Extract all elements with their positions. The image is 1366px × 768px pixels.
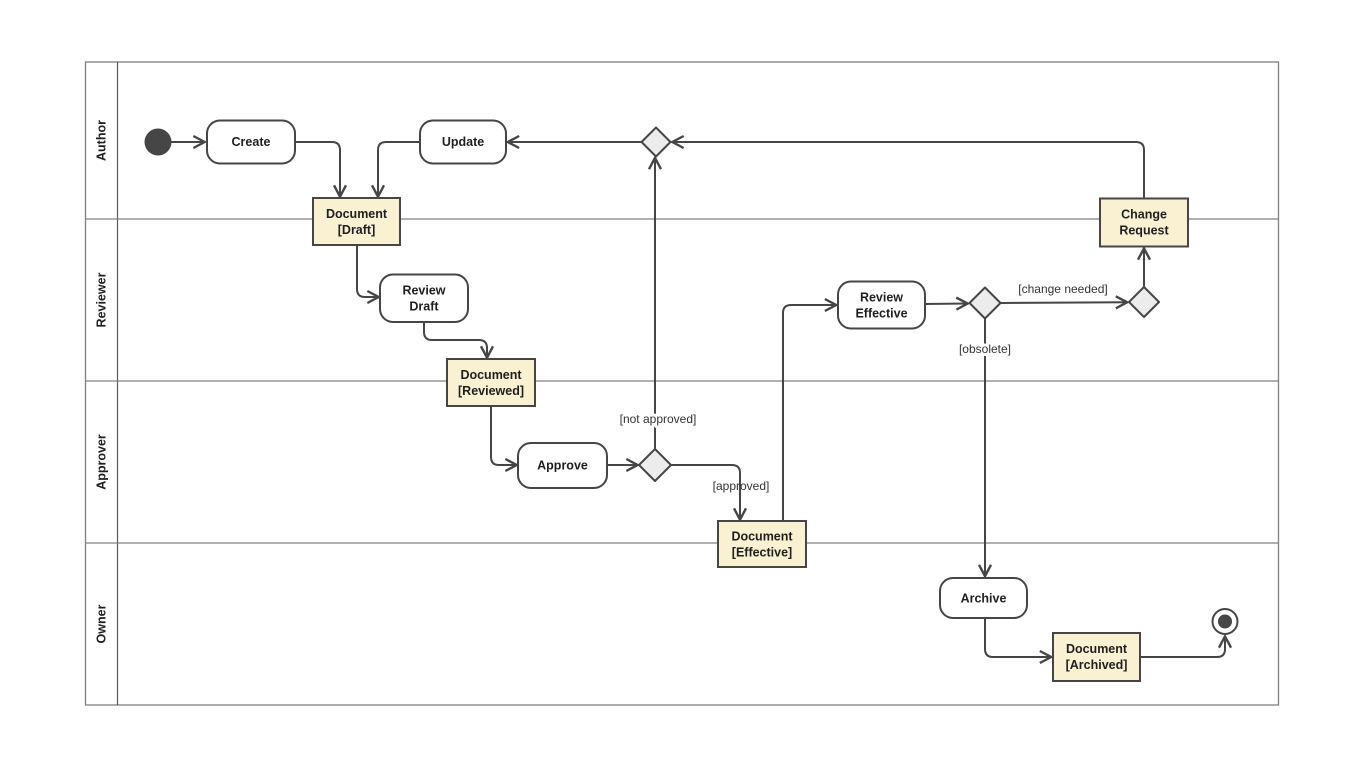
lane-label-approver: Approver [95,434,109,490]
edge-doc-reviewed-to-approve [490,406,520,473]
edge-create-to-doc-draft [295,141,348,200]
node-merge-top [640,126,672,158]
node-update: Update [419,119,507,165]
node-review-effective: Review Effective [837,280,926,330]
decision-diamond-approve [638,448,672,482]
merge-diamond-top [640,126,672,158]
edge-decision-approved-to-doc-effective [671,464,748,523]
edge-review-draft-to-doc-reviewed [423,322,495,361]
edge-doc-effective-to-review-effective [782,297,839,521]
swimlane-frame: Author Reviewer Approver Owner [84,61,1280,706]
change-request-line2: Request [1119,224,1169,238]
node-merge-change-request [1128,286,1160,318]
node-document-draft: Document [Draft] [312,197,401,246]
doc-archived-line2: [Archived] [1066,658,1128,672]
guard-change-needed: [change needed] [1018,282,1107,296]
node-approve: Approve [517,442,608,489]
doc-reviewed-line2: [Reviewed] [458,384,524,398]
edge-decision-change-needed-to-merge [1000,295,1130,310]
node-initial [144,128,172,156]
node-document-archived: Document [Archived] [1052,632,1141,682]
edge-change-request-to-merge [669,134,1145,198]
node-document-effective: Document [Effective] [717,520,807,568]
final-node-dot [1218,614,1232,629]
node-review-draft: Review Draft [379,273,469,323]
node-document-reviewed: Document [Reviewed] [446,358,536,407]
decision-diamond-effective [968,286,1002,320]
review-effective-line2: Effective [855,307,907,321]
lane-label-reviewer: Reviewer [95,272,109,327]
doc-archived-line1: Document [1066,642,1128,656]
update-label: Update [442,135,484,149]
review-draft-line1: Review [402,284,445,298]
doc-draft-line1: Document [326,207,388,221]
node-decision-approve [638,448,672,482]
change-request-line1: Change [1121,208,1167,222]
guard-labels: [not approved] [approved] [change needed… [617,282,1108,493]
guard-approved: [approved] [713,479,770,493]
edge-update-to-doc-draft [370,141,420,200]
doc-reviewed-line1: Document [460,368,522,382]
doc-effective-line2: [Effective] [732,546,792,560]
lane-label-owner: Owner [95,604,109,643]
node-create: Create [206,119,296,165]
node-archive: Archive [939,577,1028,619]
review-effective-line1: Review [860,291,903,305]
guard-not-approved: [not approved] [620,412,697,426]
edge-archive-to-doc-archived [984,618,1054,665]
lane-label-author: Author [95,120,109,161]
create-label: Create [232,135,271,149]
review-draft-line2: Draft [409,300,439,314]
archive-label: Archive [961,592,1007,606]
doc-effective-line1: Document [731,530,793,544]
edge-doc-archived-to-final [1140,633,1233,658]
guard-obsolete: [obsolete] [959,342,1011,356]
approve-label: Approve [537,459,588,473]
node-decision-effective [968,286,1002,320]
node-final [1211,608,1239,635]
pool-border [84,61,1280,706]
merge-diamond-change-request [1128,286,1160,318]
edges [171,134,1233,665]
node-change-request: Change Request [1099,197,1189,248]
doc-draft-line2: [Draft] [338,223,376,237]
edge-doc-draft-to-review-draft [356,245,382,305]
initial-node-icon [144,128,172,156]
edge-review-effective-to-decision [924,296,971,311]
